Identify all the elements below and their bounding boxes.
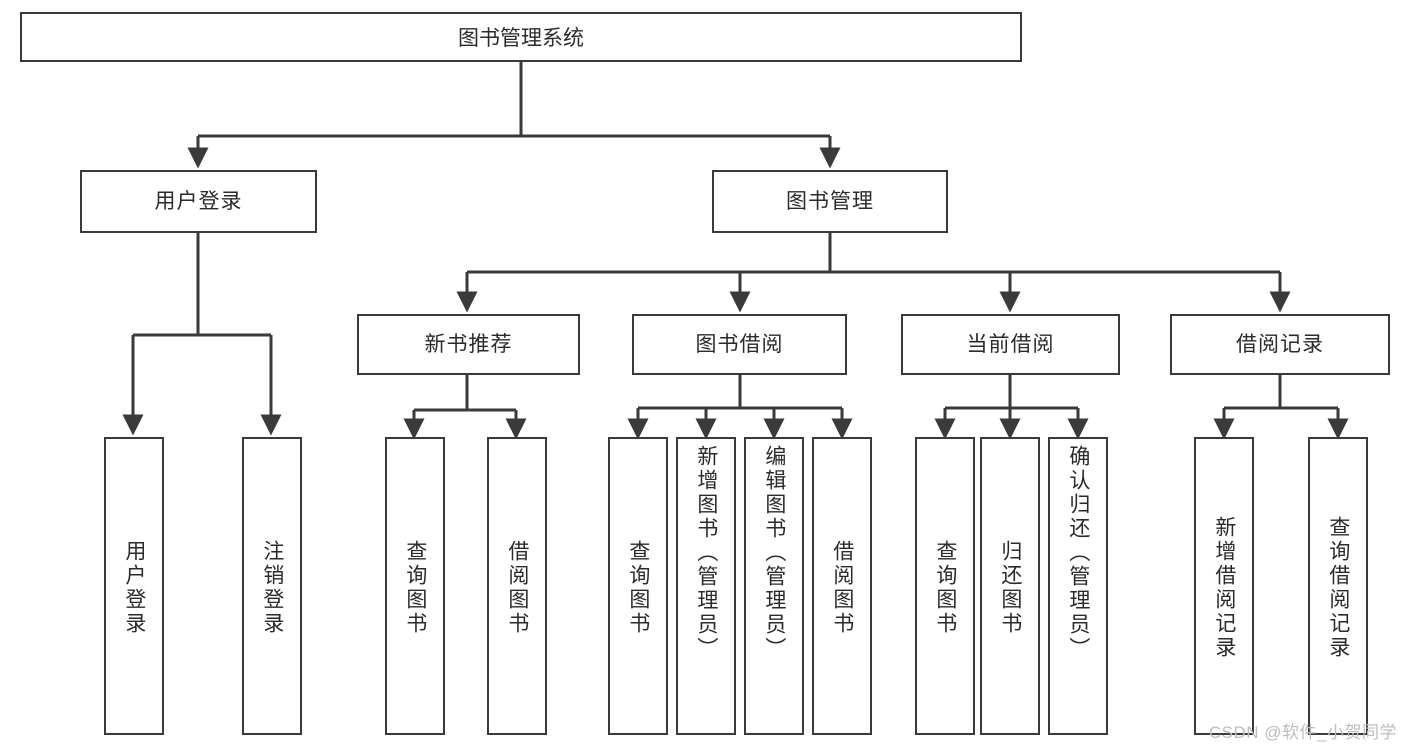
leaf-text-wrap: 查询图书 [917,443,973,733]
leaf-text-wrap: 查询借阅记录 [1310,443,1366,733]
node-book-manage-label: 图书管理 [786,189,874,213]
watermark-text: CSDN @软件_小贺同学 [1208,723,1397,742]
leaf-text-wrap: 借阅图书 [489,443,545,733]
leaf-text-wrap: 确认归还（管理员） [1050,443,1106,735]
node-leaf-add-record[interactable]: 新增借阅记录 [1194,437,1254,735]
node-new-book-recommend-label: 新书推荐 [424,332,513,356]
node-root-system[interactable]: 图书管理系统 [20,12,1022,62]
node-new-book-recommend[interactable]: 新书推荐 [357,314,580,375]
node-book-borrow-label: 图书借阅 [695,332,784,356]
node-leaf-borrow-book-2-label: 借阅图书 [830,540,854,636]
node-leaf-user-login-label: 用户登录 [122,540,146,636]
node-current-borrow[interactable]: 当前借阅 [901,314,1120,375]
node-leaf-borrow-book-2[interactable]: 借阅图书 [812,437,872,735]
leaf-text-wrap: 归还图书 [982,443,1038,733]
node-leaf-add-book[interactable]: 新增图书（管理员） [676,437,736,735]
node-leaf-edit-book-label: 编辑图书（管理员） [762,445,786,661]
node-leaf-logout-label: 注销登录 [260,540,284,636]
node-user-login-label: 用户登录 [154,189,243,213]
leaf-text-wrap: 注销登录 [244,443,300,733]
node-borrow-record-label: 借阅记录 [1236,332,1324,356]
leaf-text-wrap: 编辑图书（管理员） [746,443,802,735]
node-leaf-return-book-label: 归还图书 [998,540,1022,636]
node-leaf-borrow-book-1-label: 借阅图书 [505,540,529,636]
node-leaf-query-record[interactable]: 查询借阅记录 [1308,437,1368,735]
leaf-text-wrap: 新增图书（管理员） [678,443,734,735]
leaf-text-wrap: 借阅图书 [814,443,870,733]
node-current-borrow-label: 当前借阅 [966,332,1055,356]
node-leaf-query-book-1[interactable]: 查询图书 [385,437,445,735]
node-book-manage[interactable]: 图书管理 [712,170,948,233]
node-leaf-logout[interactable]: 注销登录 [242,437,302,735]
node-leaf-query-record-label: 查询借阅记录 [1326,516,1350,660]
leaf-text-wrap: 查询图书 [610,443,666,733]
node-leaf-borrow-book-1[interactable]: 借阅图书 [487,437,547,735]
node-root-label: 图书管理系统 [458,27,584,50]
node-user-login[interactable]: 用户登录 [80,170,317,233]
leaf-text-wrap: 用户登录 [106,443,162,733]
node-leaf-edit-book[interactable]: 编辑图书（管理员） [744,437,804,735]
node-book-borrow[interactable]: 图书借阅 [632,314,847,375]
leaf-text-wrap: 新增借阅记录 [1196,443,1252,733]
node-leaf-query-book-2-label: 查询图书 [626,540,650,636]
leaf-text-wrap: 查询图书 [387,443,443,733]
node-leaf-add-book-label: 新增图书（管理员） [694,445,718,661]
node-leaf-query-book-1-label: 查询图书 [403,540,427,636]
node-leaf-user-login[interactable]: 用户登录 [104,437,164,735]
node-borrow-record[interactable]: 借阅记录 [1170,314,1390,375]
node-leaf-return-book[interactable]: 归还图书 [980,437,1040,735]
node-leaf-query-book-3-label: 查询图书 [933,540,957,636]
node-leaf-query-book-3[interactable]: 查询图书 [915,437,975,735]
node-leaf-add-record-label: 新增借阅记录 [1212,516,1236,660]
node-leaf-confirm-return[interactable]: 确认归还（管理员） [1048,437,1108,735]
node-leaf-query-book-2[interactable]: 查询图书 [608,437,668,735]
node-leaf-confirm-return-label: 确认归还（管理员） [1066,445,1090,661]
